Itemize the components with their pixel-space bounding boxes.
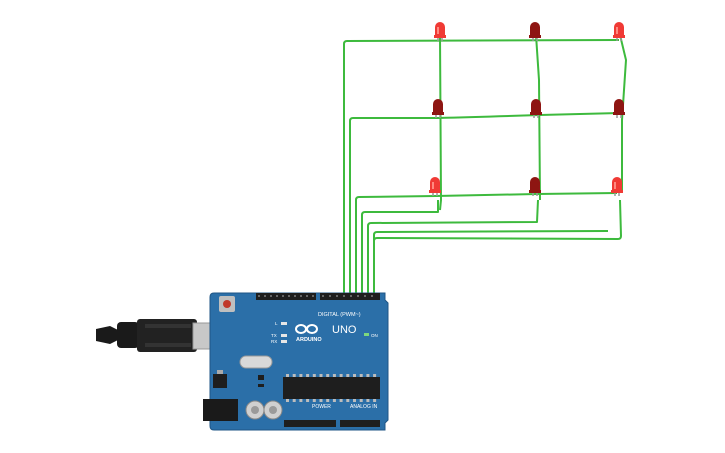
power-label: POWER xyxy=(312,404,331,410)
led-matrix xyxy=(429,22,625,196)
wire-group xyxy=(343,34,627,296)
led-r3-c2[interactable] xyxy=(529,177,541,196)
wire-col2-a[interactable] xyxy=(367,199,539,296)
crystal xyxy=(239,355,273,369)
voltage-regulator xyxy=(213,374,227,388)
wire-col1-a[interactable] xyxy=(361,200,439,296)
arduino-uno-board[interactable]: DIGITAL (PWM~) UNO ARDUINO ON L TX RX xyxy=(203,292,389,431)
wire-col2-b[interactable] xyxy=(535,34,541,201)
wire-col3-c[interactable] xyxy=(619,34,627,190)
usb-cable-icon[interactable] xyxy=(96,319,230,352)
led-r2-c3[interactable] xyxy=(613,99,625,118)
digital-header-left xyxy=(256,293,316,300)
rx-label: RX xyxy=(271,339,277,344)
led-r1-c1[interactable] xyxy=(434,22,446,41)
tx-label: TX xyxy=(271,333,277,338)
arduino-logo-icon xyxy=(295,324,318,334)
on-label: ON xyxy=(371,333,378,338)
wire-row3[interactable] xyxy=(355,192,618,296)
wire-col1-b[interactable] xyxy=(439,34,442,211)
wire-col3-b[interactable] xyxy=(373,199,622,296)
led-r1-c2[interactable] xyxy=(529,22,541,41)
led-r2-c2[interactable] xyxy=(530,99,542,118)
dc-power-jack[interactable] xyxy=(203,399,238,421)
wire-row2[interactable] xyxy=(349,112,621,296)
analog-label: ANALOG IN xyxy=(350,404,378,410)
atmega-chip xyxy=(283,377,380,399)
chip-pins xyxy=(286,374,377,402)
power-header xyxy=(284,420,336,427)
led-r1-c3[interactable] xyxy=(613,22,625,41)
arduino-brand-label: ARDUINO xyxy=(296,337,322,343)
tx-led xyxy=(281,334,287,337)
led-r3-c1[interactable] xyxy=(429,177,441,196)
digital-pin-dots xyxy=(258,295,373,297)
l-label: L xyxy=(275,321,278,326)
digital-header-label: DIGITAL (PWM~) xyxy=(318,312,361,318)
rx-led xyxy=(281,340,287,343)
wire-row1[interactable] xyxy=(343,39,620,296)
board-model-label: UNO xyxy=(332,324,357,336)
l-led xyxy=(281,322,287,325)
on-led xyxy=(364,333,369,336)
led-r3-c3[interactable] xyxy=(611,177,623,196)
wire-col3-a[interactable] xyxy=(373,230,609,296)
analog-header xyxy=(340,420,380,427)
led-r2-c1[interactable] xyxy=(432,99,444,118)
